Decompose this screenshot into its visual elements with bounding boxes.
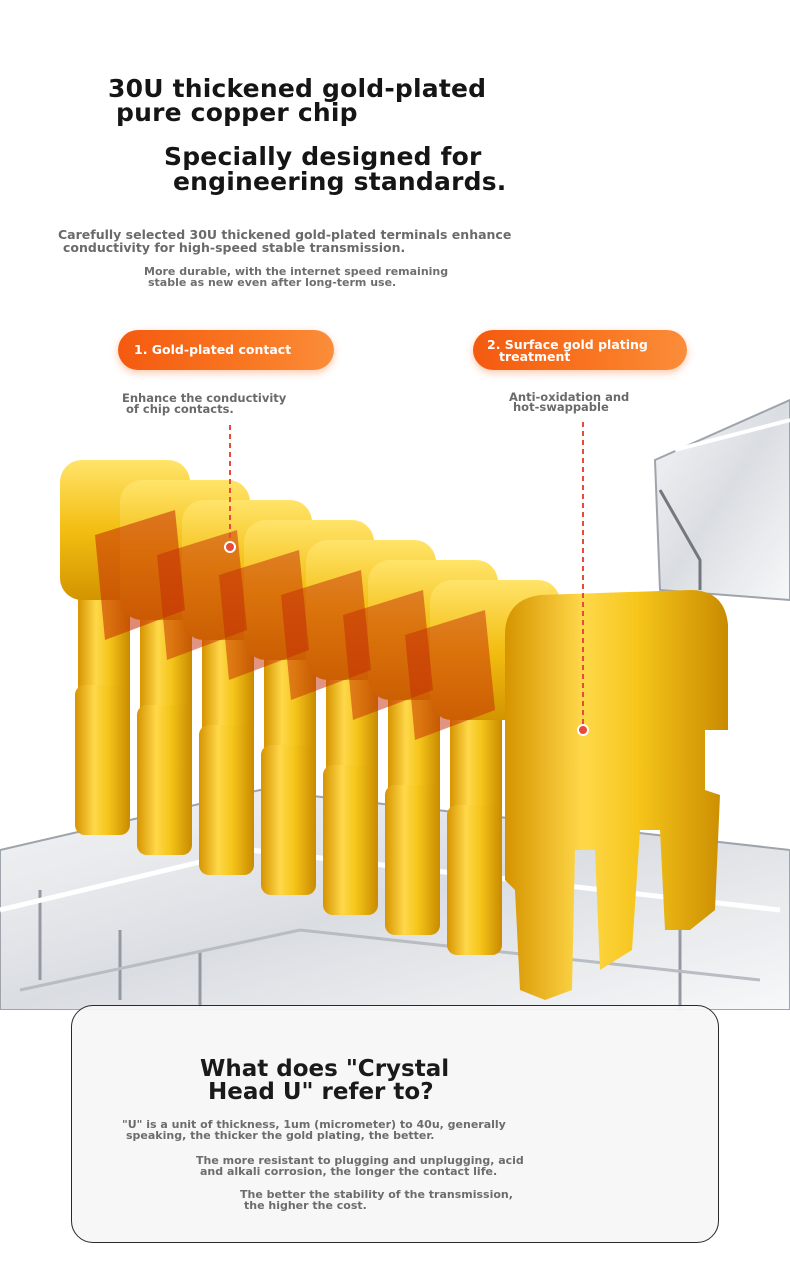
callout-dot-1 [224,541,236,553]
intro-line-2: conductivity for high-speed stable trans… [63,240,406,255]
info-p1-line-1: "U" is a unit of thickness, 1um (microme… [122,1118,506,1131]
feature-desc-2-line-1: Anti-oxidation and [509,390,630,404]
intro-line-3: More durable, with the internet speed re… [144,265,449,278]
title-line-1: 30U thickened gold-plated [108,74,487,103]
feature-desc-1-line-2: of chip contacts. [126,402,234,416]
feature-label-1: 1. Gold-plated contact [134,342,292,357]
feature-pill-2: 2. Surface gold plating treatment [473,330,687,370]
subtitle-line-2: engineering standards. [173,167,507,196]
intro-line-1: Carefully selected 30U thickened gold-pl… [58,227,512,242]
glass-housing-shape [653,398,790,602]
callout-dot-2 [577,724,589,736]
intro-line-4: stable as new even after long-term use. [148,276,397,289]
feature-label-2-line-2: treatment [499,349,571,364]
info-p2-line-1: The more resistant to plugging and unplu… [196,1154,524,1167]
feature-label-2-line-1: 2. Surface gold plating [487,337,648,352]
feature-desc-2-line-2: hot-swappable [513,400,609,414]
subtitle-line-1: Specially designed for [164,142,482,171]
title-line-2: pure copper chip [116,98,358,127]
info-p1-line-2: speaking, the thicker the gold plating, … [126,1129,435,1142]
info-p3-line-2: the higher the cost. [244,1199,367,1212]
feature-desc-1-line-1: Enhance the conductivity [122,391,287,405]
info-title-line-2: Head U" refer to? [208,1079,434,1105]
gold-contacts-shape [60,460,728,1000]
feature-pill-1: 1. Gold-plated contact [118,330,334,370]
info-p2-line-2: and alkali corrosion, the longer the con… [200,1165,498,1178]
info-p3-line-1: The better the stability of the transmis… [240,1188,513,1201]
gold-chip-illustration [0,398,790,1010]
info-title-line-1: What does "Crystal [200,1056,450,1082]
info-box: What does "Crystal Head U" refer to? "U"… [71,1005,719,1243]
